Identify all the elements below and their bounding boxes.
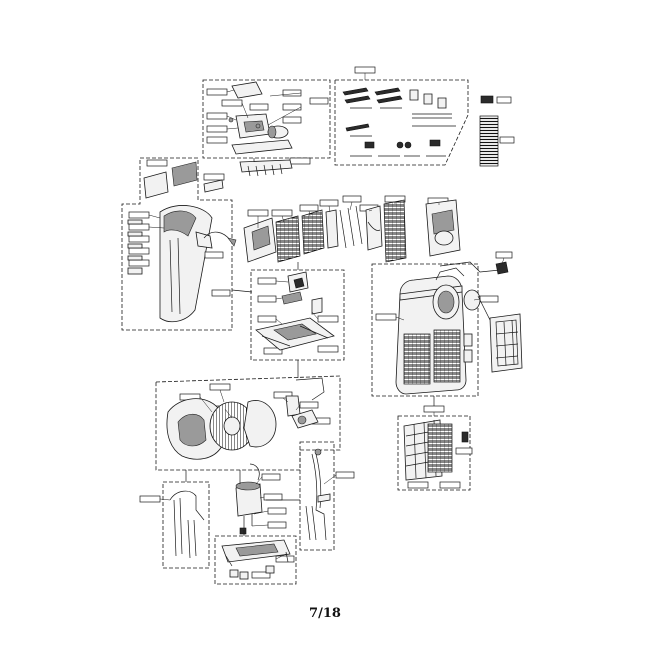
pump-group — [235, 463, 287, 535]
filter-group — [397, 405, 473, 491]
heat-exchanger-row — [203, 157, 461, 263]
fan-motor-group — [155, 375, 341, 471]
cabinet-group — [371, 251, 523, 397]
base-pipe-group — [139, 481, 210, 569]
page-number: 7/18 — [309, 606, 341, 621]
installation-kit-group — [334, 66, 515, 167]
control-box-group — [250, 269, 345, 361]
front-panel-group — [121, 157, 233, 331]
drain-pipe-group — [299, 441, 355, 551]
top-accessory-group — [202, 79, 331, 159]
base-group — [214, 535, 297, 585]
connection-lines — [185, 158, 491, 536]
